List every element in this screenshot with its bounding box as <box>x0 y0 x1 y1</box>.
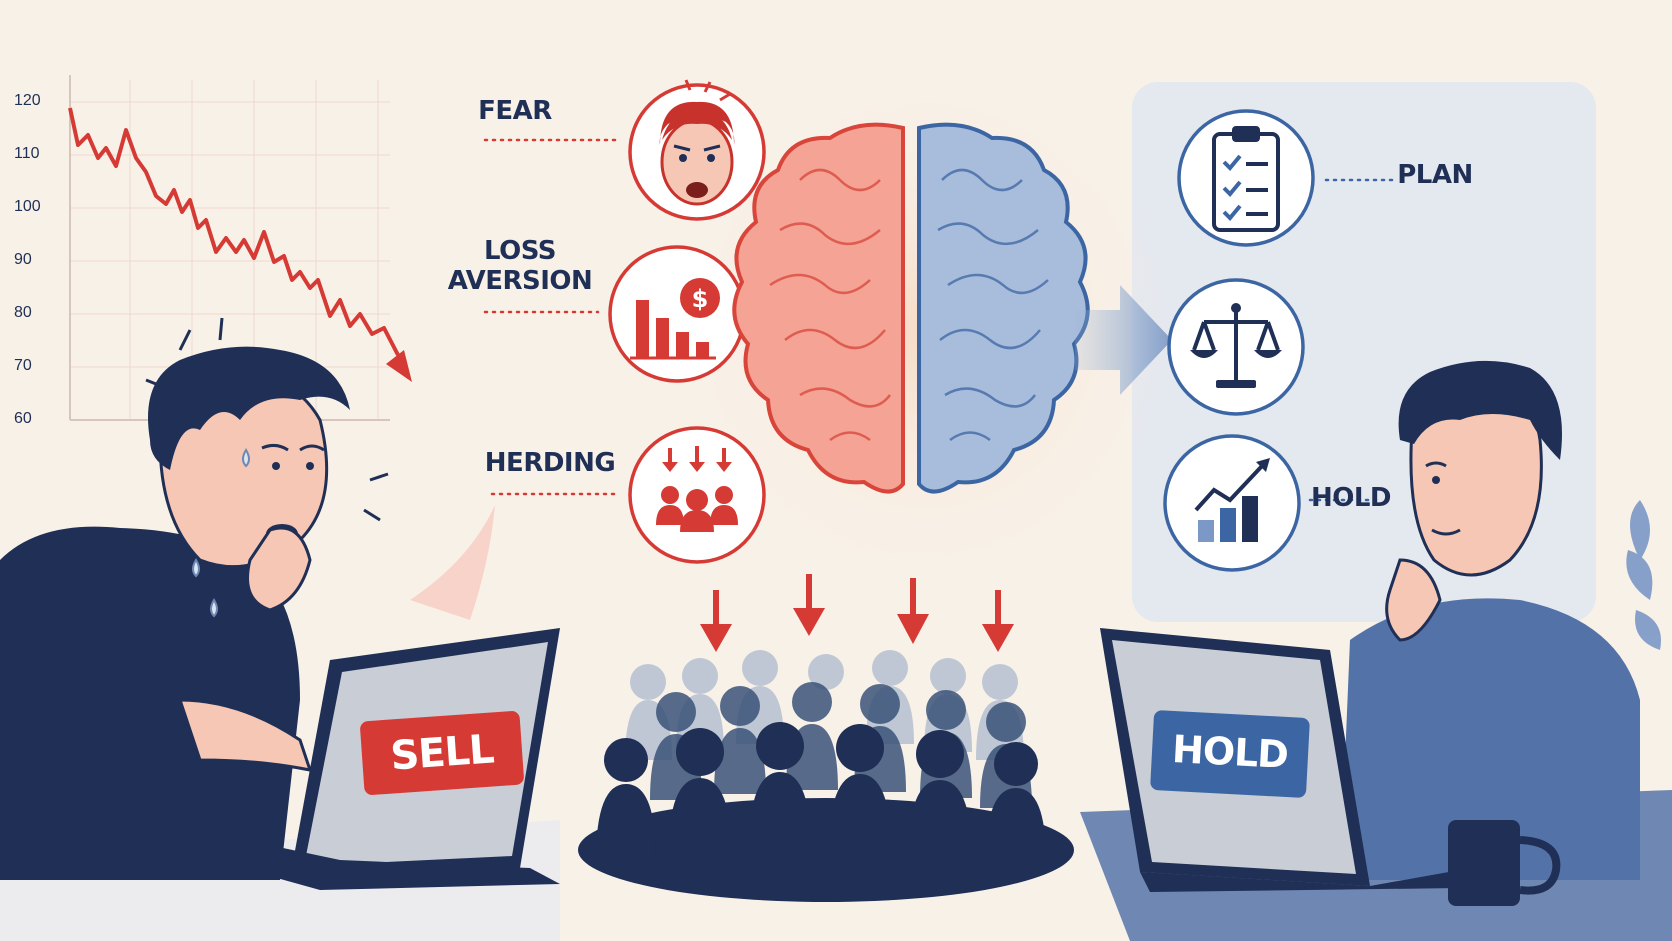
y-tick-80: 80 <box>14 304 32 321</box>
loss-aversion-icon: $ <box>608 245 746 383</box>
calm-investor <box>1340 360 1640 880</box>
y-tick-70: 70 <box>14 357 32 374</box>
hold-button <box>1150 710 1310 798</box>
loss-aversion-label-line2: AVERSION <box>447 266 593 296</box>
growth-chart-icon <box>1163 434 1301 572</box>
svg-text:$: $ <box>692 285 709 313</box>
loss-aversion-label-line1: LOSS <box>483 236 557 266</box>
herding-icon <box>628 426 766 564</box>
coffee-mug <box>1448 820 1561 906</box>
crowd <box>578 650 1074 902</box>
plan-checklist-icon <box>1177 109 1315 247</box>
anxious-investor <box>0 317 389 880</box>
y-tick-110: 110 <box>14 145 40 162</box>
herding-label: HERDING <box>484 448 616 478</box>
crowd-arrows <box>700 574 1014 652</box>
fear-icon <box>628 79 766 221</box>
hold-button-label[interactable]: HOLD <box>1170 726 1290 778</box>
hold-label: HOLD <box>1310 483 1392 513</box>
plan-label: PLAN <box>1397 160 1473 190</box>
sell-button <box>360 711 524 795</box>
y-tick-90: 90 <box>14 251 32 268</box>
y-tick-120: 120 <box>14 92 41 109</box>
transition-arrow <box>1075 285 1172 395</box>
fear-label: FEAR <box>478 96 552 126</box>
balance-scale-icon <box>1167 278 1305 416</box>
y-tick-60: 60 <box>14 410 32 427</box>
plant <box>1626 500 1661 650</box>
brain-illustration <box>732 122 1090 494</box>
price-line <box>68 107 400 356</box>
y-tick-100: 100 <box>14 198 41 215</box>
down-arrow-head <box>386 350 412 382</box>
